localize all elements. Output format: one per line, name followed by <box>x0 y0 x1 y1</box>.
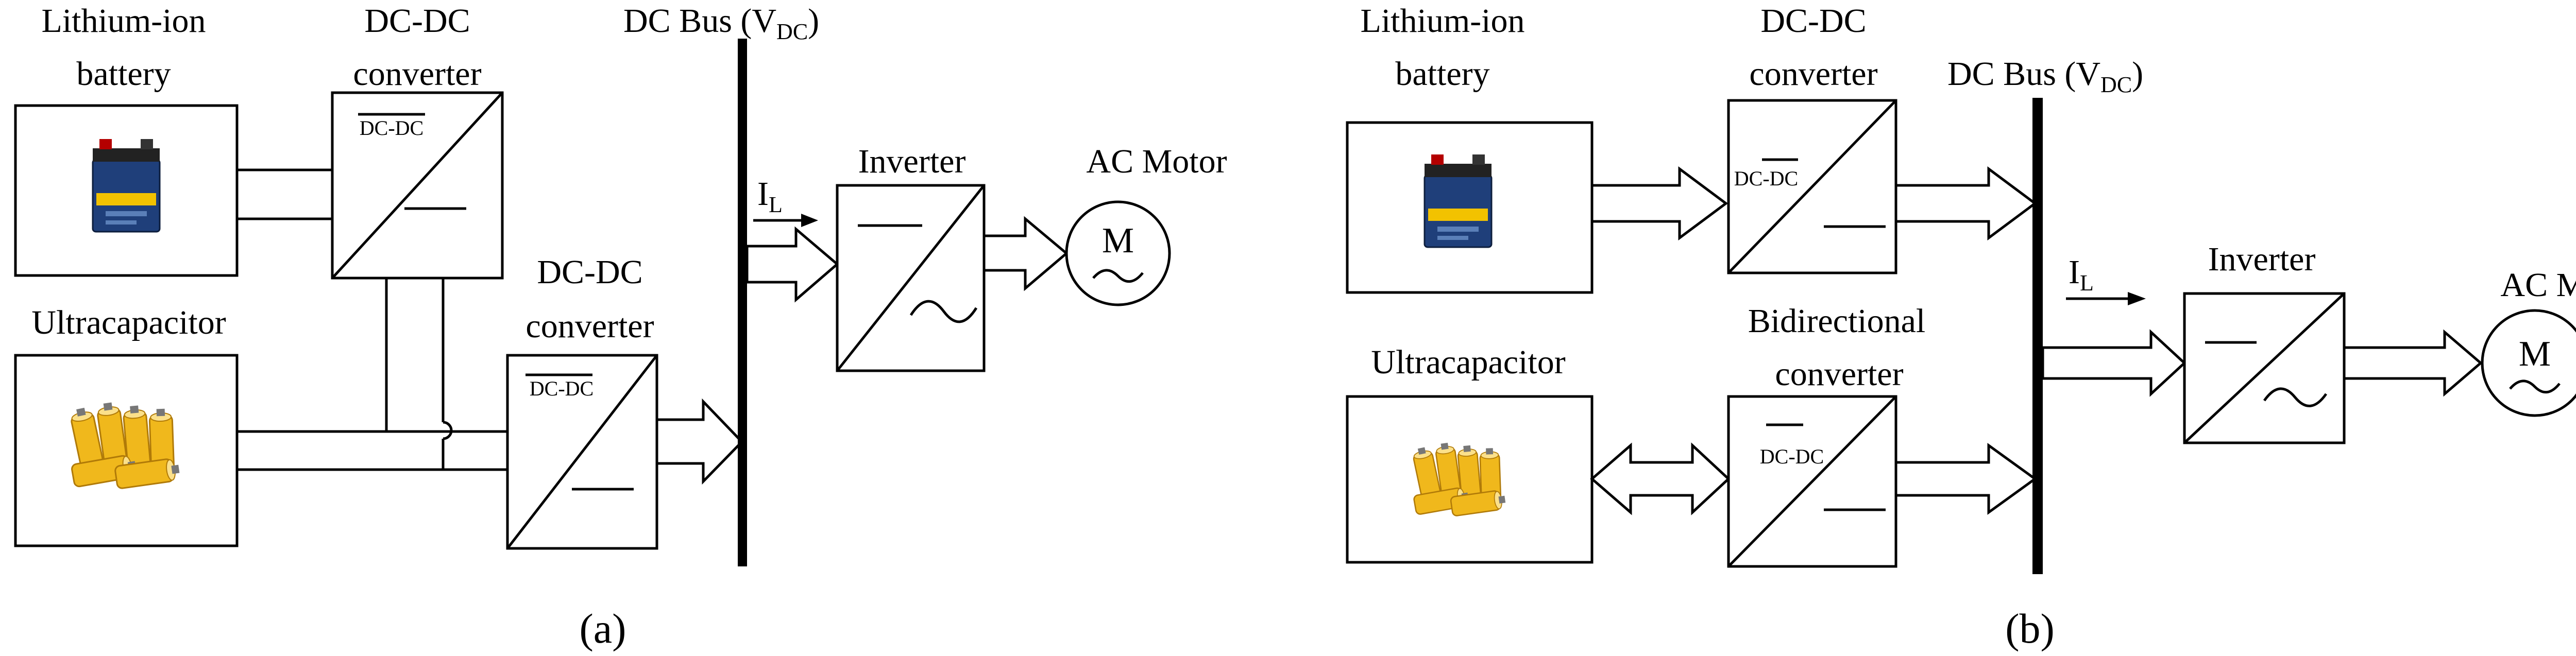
dcdc-label-line1: DC-DC <box>1760 2 1866 40</box>
dcdc1-diagonal <box>331 92 503 279</box>
motor-symbol: M <box>1102 221 1134 261</box>
dcdc2-text: DC-DC <box>530 377 594 400</box>
bus-to-inverter-arrow <box>2041 329 2187 397</box>
inverter-ac-wave <box>2263 387 2328 407</box>
inverter-to-motor-arrow <box>2343 329 2483 397</box>
battery-to-dcdc-arrow <box>1590 166 1728 240</box>
bidir-to-bus-arrow <box>1894 443 2038 515</box>
ac-motor-icon: M <box>2481 309 2576 417</box>
inverter-label: Inverter <box>858 143 966 180</box>
dcdc2-to-bus-arrow <box>655 398 744 485</box>
car-battery-icon <box>92 138 161 233</box>
bidir-diagonal <box>1727 395 1897 567</box>
bidir-label-line1: Bidirectional <box>1748 302 1926 340</box>
dc-bus-bar <box>2032 98 2043 574</box>
ultracap-bidirectional-arrow <box>1590 442 1731 515</box>
dcdc1-label-line2: converter <box>353 55 481 93</box>
motor-symbol: M <box>2519 334 2551 374</box>
dc-bus-bar <box>738 39 747 566</box>
dcdc2-diagonal <box>506 354 658 549</box>
ultracap-label: Ultracapacitor <box>1371 343 1565 381</box>
dc-bus-label: DC Bus (VDC) <box>1947 55 2143 97</box>
inverter-diagonal <box>836 184 985 372</box>
motor-label: AC Motor <box>2500 266 2576 304</box>
inverter-label: Inverter <box>2208 240 2316 278</box>
inverter-diagonal <box>2183 292 2345 444</box>
dcdc1-label-line1: DC-DC <box>364 2 470 40</box>
motor-label: AC Motor <box>1086 143 1227 180</box>
dcdc-label-line2: converter <box>1749 55 1877 93</box>
inverter-to-motor-arrow <box>982 216 1069 291</box>
dcdc2-label-line2: converter <box>526 307 654 345</box>
panel-b: Lithium-ion battery DC-DC converter DC-D… <box>1346 2 2576 652</box>
capacitor-cells-icon <box>69 402 180 489</box>
dcdc1-text: DC-DC <box>360 116 423 140</box>
car-battery-icon <box>1423 153 1493 248</box>
dc-bus-label: DC Bus (VDC) <box>623 2 819 44</box>
inverter-ac-wave <box>909 300 978 323</box>
current-arrow-head <box>2128 292 2146 305</box>
ultracap-label: Ultracapacitor <box>31 304 226 341</box>
caption-b: (b) <box>2005 605 2055 652</box>
capacitor-cells-icon <box>1412 442 1506 516</box>
dcdc2-label-line1: DC-DC <box>537 253 642 291</box>
motor-circle <box>1065 200 1171 306</box>
bidir-text: DC-DC <box>1760 445 1824 468</box>
ac-motor-icon: M <box>1065 200 1171 306</box>
bus-to-inverter-arrow <box>745 226 839 303</box>
battery-label-line1: Lithium-ion <box>1361 2 1525 40</box>
motor-ac-wave <box>2509 379 2561 394</box>
dcdc-text: DC-DC <box>1734 167 1798 190</box>
current-arrow-head <box>801 214 818 227</box>
battery-label-line1: Lithium-ion <box>42 2 206 40</box>
dcdc-diagonal <box>1727 99 1897 274</box>
current-label: IL <box>757 175 783 217</box>
dcdc-to-bus-arrow <box>1894 166 2038 240</box>
current-label: IL <box>2069 253 2094 296</box>
panel-a: Lithium-ion battery DC-DC converter DC-D… <box>14 2 1227 652</box>
bidir-label-line2: converter <box>1775 355 1903 393</box>
battery-label-line2: battery <box>1395 55 1489 93</box>
caption-a: (a) <box>579 605 626 652</box>
battery-label-line2: battery <box>76 55 171 93</box>
motor-ac-wave <box>1092 269 1144 283</box>
